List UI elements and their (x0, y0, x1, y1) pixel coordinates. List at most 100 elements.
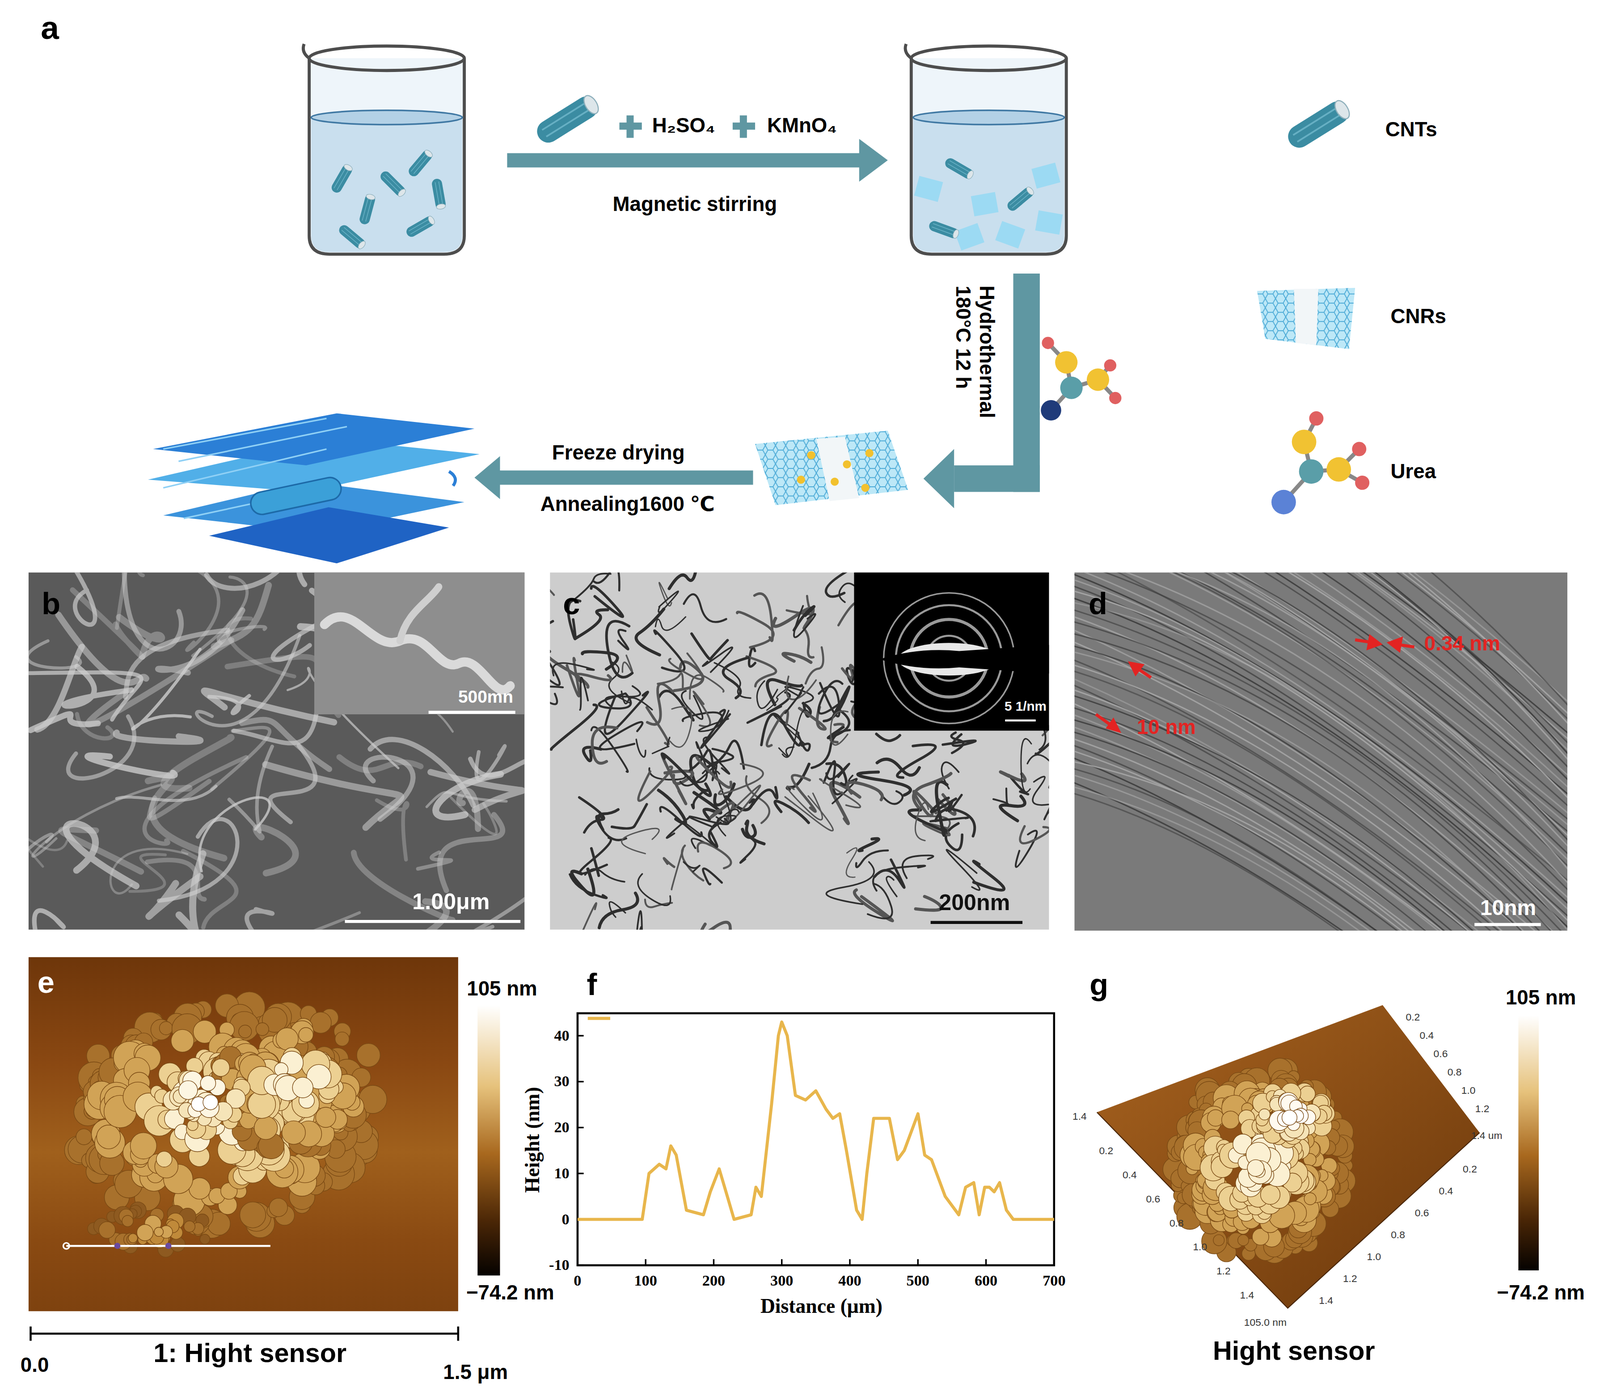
nanoribbon-strand (599, 893, 638, 928)
nanoribbon-strand (945, 823, 963, 851)
nanoribbon-strand (696, 756, 732, 788)
color-scale (1518, 1015, 1539, 1271)
panel-letter: c (562, 586, 580, 622)
nanoribbon-strand (663, 858, 675, 867)
particle (156, 1151, 173, 1168)
axis-tick-mark (713, 1259, 715, 1266)
nanoribbon-strand (1027, 755, 1049, 782)
axis-tick: 1.2 (1475, 1102, 1490, 1115)
nanoribbon-strand (658, 591, 679, 613)
lattice-fringe (1074, 759, 1567, 931)
particle (98, 1221, 116, 1239)
axis-tick: 0.4 (1122, 1169, 1137, 1181)
nanoribbon-strand (786, 676, 816, 700)
nanoribbon-strand (606, 621, 633, 678)
lattice-fringe (1074, 783, 1567, 931)
nanotube-icon (378, 169, 408, 199)
arrow-shaft (506, 153, 862, 168)
afm-particles (1162, 1058, 1356, 1264)
reagent-label: KMnO₄ (767, 113, 837, 138)
legend-label: CNTs (1385, 118, 1438, 142)
axis-tick: 1.2 (1342, 1272, 1358, 1285)
figure-part (1257, 287, 1356, 350)
nanoribbon-strand (637, 911, 642, 930)
axis-tick: 300 (770, 1271, 794, 1290)
figure-part (797, 475, 806, 484)
nanoribbon-strand (691, 633, 728, 660)
nanoribbon-strand (621, 828, 659, 854)
fiber-strand (229, 746, 273, 832)
arrow-shaft (498, 470, 754, 485)
axis-tick: 1.4 (1318, 1294, 1334, 1307)
step-label: Magnetic stirring (612, 192, 778, 216)
nanoribbon-strand (1020, 826, 1050, 844)
particle (1207, 1109, 1225, 1127)
lattice-fringe (1074, 789, 1567, 931)
particle (211, 1059, 230, 1077)
ribbon-strand (400, 586, 440, 642)
axis-tick: 0.2 (1405, 1011, 1421, 1023)
axis-title: Distance (μm) (760, 1294, 883, 1318)
fiber-strand (265, 764, 402, 828)
scale-label: 10nm (1480, 895, 1537, 921)
nanoribbon-strand (915, 896, 942, 911)
arrow-shaft (954, 465, 1040, 492)
fiber-strand (34, 910, 64, 930)
nanoribbon-strand (579, 677, 588, 710)
nanotube-icon (532, 92, 602, 147)
dimension-label: 10 nm (1136, 715, 1196, 740)
nanoribbon-strand (740, 840, 756, 863)
doped-ribbon (755, 430, 908, 506)
nanoribbon-strand (1032, 776, 1049, 806)
legend-icon (1271, 411, 1370, 515)
figure-part (1257, 287, 1356, 350)
height-profile (577, 1021, 1055, 1220)
particle (1260, 1184, 1281, 1205)
particle (282, 1120, 306, 1145)
tem-texture (549, 572, 1049, 930)
lattice-fringe (1074, 630, 1567, 931)
axis-tick: 1.4 (1239, 1289, 1254, 1301)
nanoribbon-strand (737, 612, 774, 648)
nanoribbon-strand (858, 838, 879, 851)
nanoribbon-strand (636, 739, 646, 757)
figure-part (248, 475, 343, 517)
nanoribbon-strand (666, 817, 689, 838)
fiber-strand (149, 781, 210, 819)
nanoribbon-strand (886, 876, 897, 897)
nanoribbon-strand (830, 711, 848, 746)
nanoribbon-strand (549, 621, 553, 655)
scale-label: 5 1/nm (1004, 698, 1047, 714)
figure-part (1104, 359, 1117, 372)
particle (171, 1029, 195, 1053)
nanoribbon-strand (599, 693, 631, 709)
fiber-strand (256, 827, 296, 874)
nanoribbon-strand (698, 710, 729, 732)
nanoribbon-strand (761, 713, 801, 746)
nanoribbon-strand (703, 868, 722, 885)
figure-part (1291, 429, 1317, 455)
nanotube-icon (404, 214, 437, 239)
ribbon-piece (1031, 162, 1061, 189)
nanoribbon-strand (723, 657, 749, 698)
particle (356, 1043, 380, 1067)
figure-part (448, 471, 456, 486)
nanotube-icon (329, 162, 355, 195)
nanoribbon-strand (826, 763, 847, 786)
fiber-strand (206, 572, 304, 589)
axis-tick-mark (644, 1259, 646, 1266)
lattice-fringe (1074, 728, 1567, 931)
axis-tick: 1.0 (1461, 1084, 1476, 1097)
particle (200, 1075, 216, 1091)
lattice-fringe (1074, 594, 1567, 931)
fiber-strand (426, 792, 507, 807)
particle (199, 1234, 210, 1245)
nanoribbon-strand (847, 782, 883, 800)
nanoribbon-strand (622, 655, 633, 673)
axis-tick: 0.4 (1419, 1029, 1435, 1042)
lattice-fringe (1074, 771, 1567, 931)
nanoribbon-strand (549, 572, 554, 596)
ribbon-piece (914, 175, 944, 202)
fiber-strand (124, 572, 182, 650)
